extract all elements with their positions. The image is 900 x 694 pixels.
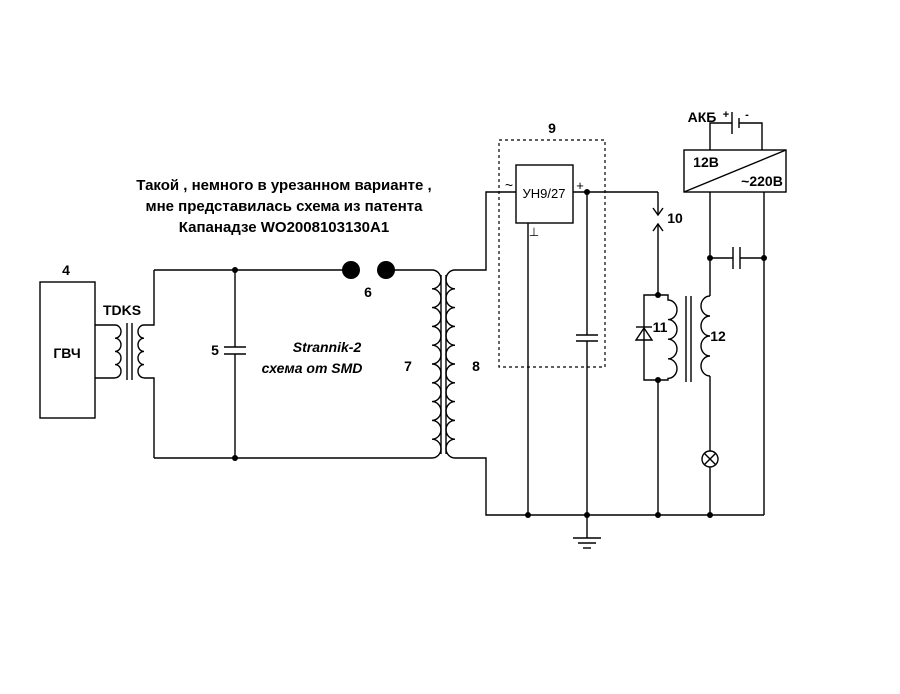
- voltage-multiplier-9: 9 УН9/27 ~ + ⊥: [498, 120, 658, 515]
- caption-line-3: Капанадзе WO2008103130A1: [179, 219, 389, 236]
- label-6: 6: [364, 284, 372, 300]
- multiplier-ground-terminal: ⊥: [529, 225, 539, 239]
- resonant-transformer: 7 8: [404, 269, 480, 459]
- multiplier-name: УН9/27: [523, 186, 566, 201]
- spark-gap-6: 6: [342, 261, 395, 300]
- battery-plus: +: [723, 109, 729, 121]
- secondary-wires: [455, 191, 764, 516]
- hf-generator: 4 ГВЧ: [39, 262, 96, 419]
- capacitor-5: 5: [211, 270, 246, 458]
- label-tdks: TDKS: [103, 302, 141, 318]
- label-10: 10: [667, 210, 683, 226]
- inner-caption-line-2: схема от SMD: [262, 360, 363, 376]
- caption-line-1: Такой , немного в урезанном варианте ,: [136, 177, 431, 194]
- label-8: 8: [472, 358, 480, 374]
- inner-caption-line-1: Strannik-2: [293, 339, 362, 355]
- caption: Такой , немного в урезанном варианте , м…: [136, 177, 431, 236]
- battery: АКБ + -: [688, 109, 763, 150]
- label-gvch: ГВЧ: [53, 345, 80, 361]
- label-9: 9: [548, 120, 556, 136]
- label-11: 11: [653, 319, 668, 335]
- battery-label: АКБ: [688, 109, 717, 125]
- label-7: 7: [404, 358, 412, 374]
- ground-icon: [573, 537, 601, 549]
- inverter-output-wiring: [701, 192, 767, 515]
- label-5: 5: [211, 342, 219, 358]
- spark-gap-10: 10: [652, 192, 683, 295]
- multiplier-plus-terminal: +: [576, 178, 584, 193]
- output-stage: 11 12: [634, 292, 726, 515]
- ground-bus: [525, 512, 713, 549]
- label-4: 4: [62, 262, 70, 278]
- battery-minus: -: [745, 109, 749, 121]
- inverter-input-label: 12В: [693, 154, 719, 170]
- multiplier-ac-terminal: ~: [505, 177, 513, 193]
- inverter: 12В ~220В: [683, 149, 787, 193]
- inner-caption: Strannik-2 схема от SMD: [262, 339, 363, 376]
- label-12: 12: [710, 328, 726, 344]
- caption-line-2: мне представилась схема из патента: [146, 198, 424, 215]
- inverter-output-label: ~220В: [741, 173, 783, 189]
- tdks-transformer: TDKS: [95, 270, 155, 458]
